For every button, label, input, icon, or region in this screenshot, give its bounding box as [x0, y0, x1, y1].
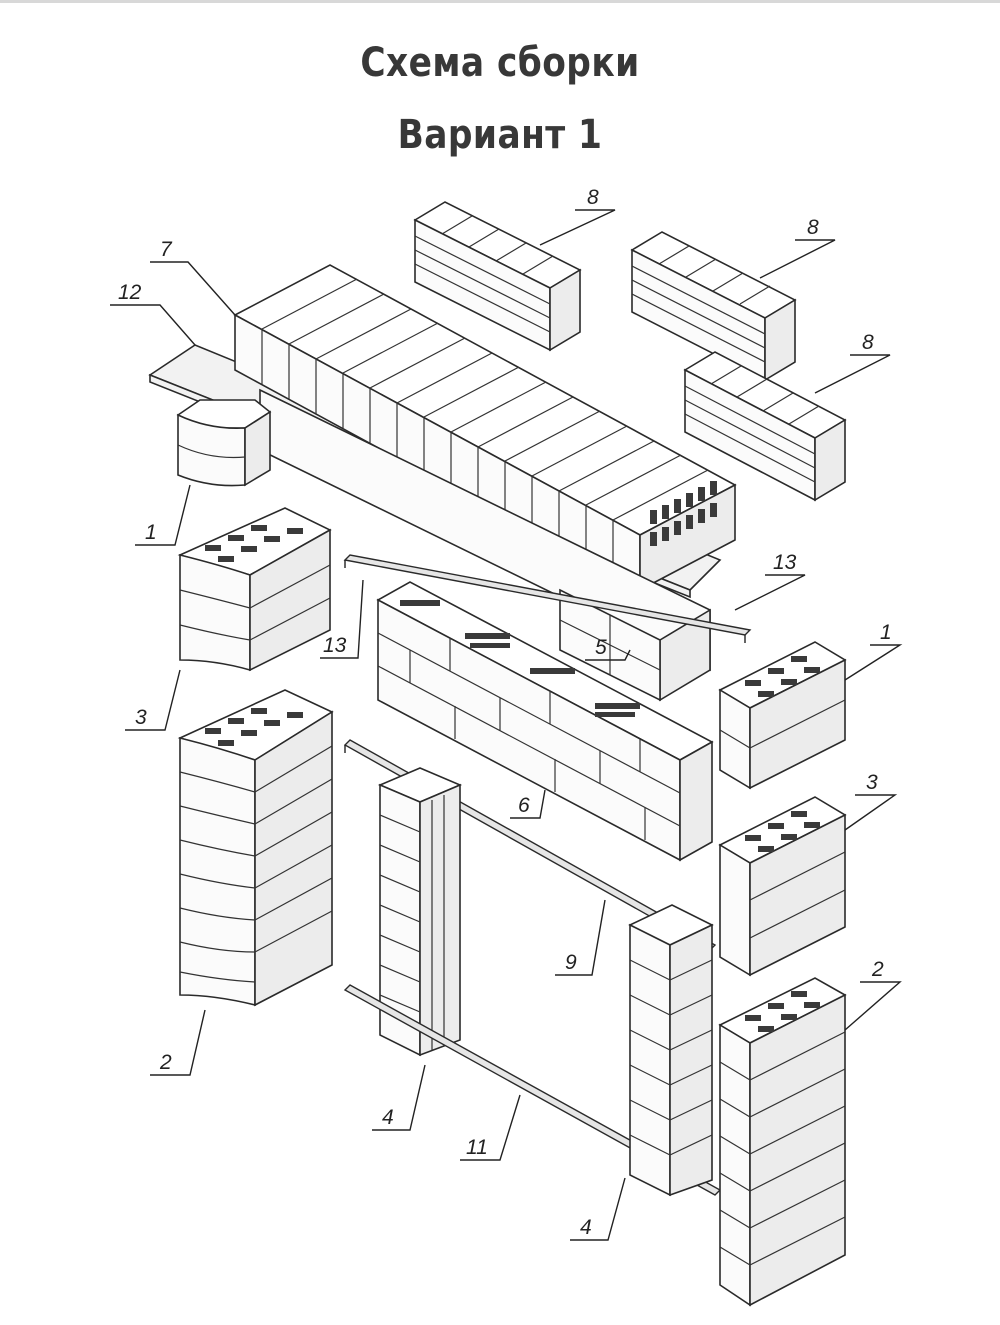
label-9: 9 [565, 951, 577, 974]
diagram-title: Схема сборки [360, 40, 640, 86]
label-8-a: 8 [587, 186, 599, 209]
label-3-a: 3 [135, 706, 147, 729]
part-4-jamb-left [377, 767, 463, 1057]
part-6-wall-block [376, 581, 714, 862]
diagram-subtitle: Вариант 1 [397, 112, 603, 158]
label-11: 11 [466, 1136, 488, 1159]
part-3-column-left [177, 507, 332, 672]
label-12: 12 [118, 281, 142, 304]
label-7: 7 [160, 238, 173, 261]
label-4-b: 4 [580, 1216, 592, 1239]
part-1-column-left [176, 399, 272, 487]
part-1-column-right [718, 641, 847, 790]
label-3-b: 3 [866, 771, 878, 794]
label-13-b: 13 [773, 551, 797, 574]
part-3-column-right [718, 796, 847, 977]
label-13-a: 13 [323, 634, 347, 657]
label-4-a: 4 [382, 1106, 394, 1129]
label-2-b: 2 [871, 958, 884, 981]
leader-lines [110, 209, 903, 1241]
top-border [0, 0, 1000, 3]
part-8-panel-c [683, 351, 847, 502]
label-1-a: 1 [145, 521, 157, 544]
label-2-a: 2 [159, 1051, 172, 1074]
part-2-column-left [177, 689, 334, 1007]
label-8-b: 8 [807, 216, 819, 239]
part-8-panel-b [630, 231, 797, 382]
label-6: 6 [518, 794, 530, 817]
part-5-beam-block [259, 388, 711, 702]
part-2-column-right [718, 977, 847, 1307]
part-13-bars [343, 554, 752, 643]
label-1-b: 1 [880, 621, 892, 644]
label-5: 5 [595, 636, 607, 659]
part-4-jamb-right [628, 904, 714, 1197]
part-labels: 7 12 8 8 8 1 13 13 5 3 1 6 3 9 2 2 4 11 … [118, 186, 892, 1239]
label-8-c: 8 [862, 331, 874, 354]
part-8-panel-a [413, 201, 582, 352]
